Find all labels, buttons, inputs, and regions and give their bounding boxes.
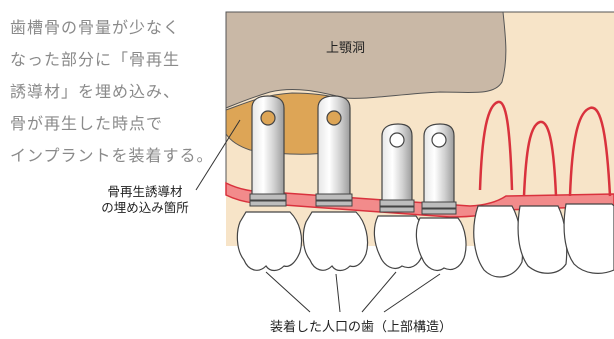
graft-label-line: 骨再生誘導材 xyxy=(107,184,183,199)
implant xyxy=(381,123,413,207)
artificial-crown xyxy=(415,217,467,271)
implant xyxy=(317,95,351,201)
implant-collars xyxy=(249,193,457,215)
graft-label-line: の埋め込み箇所 xyxy=(101,200,189,215)
graft-label: 骨再生誘導材 の埋め込み箇所 xyxy=(70,184,220,216)
natural-tooth-gum-outline xyxy=(478,100,514,191)
intro-line: インプラントを装着する。 xyxy=(10,146,214,165)
graft-leader-line xyxy=(195,119,241,191)
implant xyxy=(251,95,285,201)
caption-leader-lines xyxy=(265,271,441,313)
intro-line: 骨が再生した時点で xyxy=(10,114,164,133)
upper-structure-caption: 装着した人口の歯（上部構造） xyxy=(270,320,453,335)
intro-line: 歯槽骨の骨量が少なく xyxy=(10,18,181,37)
natural-tooth xyxy=(563,203,614,274)
artificial-crown xyxy=(302,211,369,272)
artificial-crown xyxy=(236,211,303,272)
intro-line: なった部分に「骨再生 xyxy=(10,50,181,69)
intro-text: 歯槽骨の骨量が少なく なった部分に「骨再生 誘導材」を埋め込み、 骨が再生した時… xyxy=(10,12,225,172)
natural-tooth-gum-outline xyxy=(522,120,558,197)
implant xyxy=(423,123,455,209)
sinus-label: 上顎洞 xyxy=(326,41,365,56)
intro-line: 誘導材」を埋め込み、 xyxy=(10,82,181,101)
natural-tooth xyxy=(473,205,524,278)
natural-tooth xyxy=(517,205,568,274)
maxillary-sinus xyxy=(225,11,507,109)
natural-tooth-gum-outline xyxy=(568,106,612,197)
